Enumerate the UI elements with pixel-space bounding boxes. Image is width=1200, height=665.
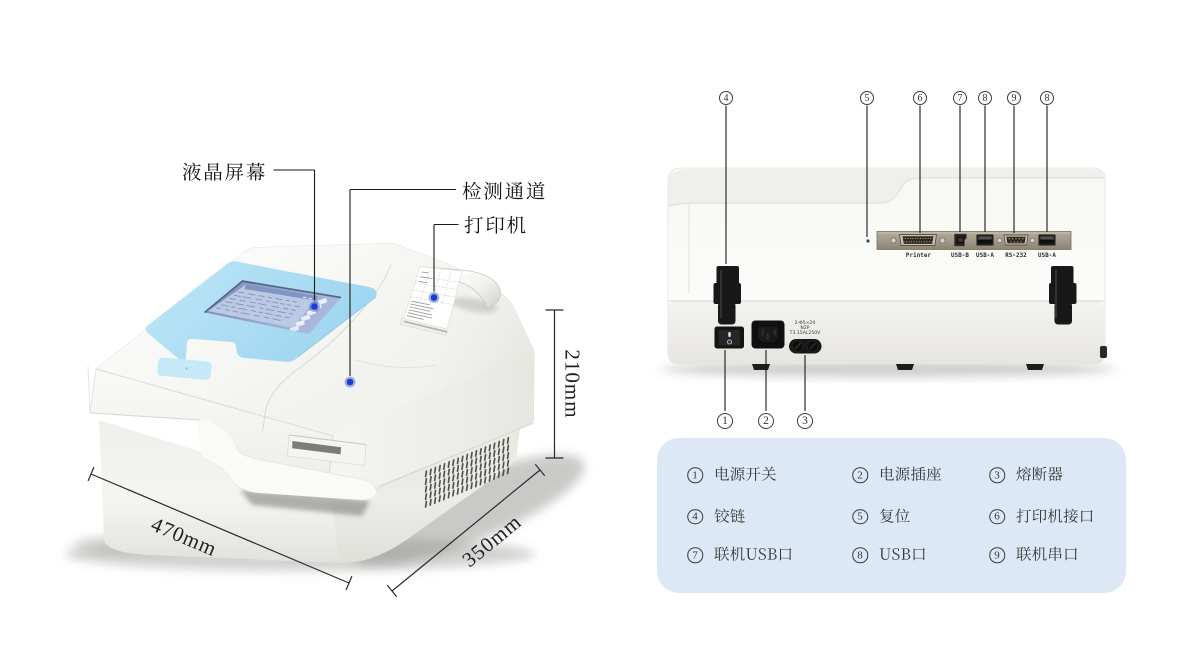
back-callout-1: 1	[717, 413, 733, 429]
vent-grille	[424, 436, 510, 508]
legend-num-5: 5	[852, 508, 868, 525]
legend-label-9	[1015, 546, 1079, 564]
analyzer-back-illustration	[660, 167, 1116, 377]
dimension-lines	[87, 309, 564, 598]
legend-num-4: 4	[687, 508, 703, 525]
fuse-marking-line-3: T3.15AL250V	[789, 331, 821, 337]
legend-num-3: 3	[989, 467, 1005, 483]
callout-dots	[309, 292, 440, 388]
legend-num-1: 1	[687, 467, 703, 483]
legend-label-1	[714, 466, 777, 484]
analyzer-front-illustration	[65, 243, 585, 571]
reset-pinhole	[866, 239, 870, 243]
legend-num-2: 2	[852, 467, 868, 483]
legend-label-7	[713, 546, 793, 564]
legend-num-6: 6	[989, 508, 1005, 525]
callout-dot	[309, 301, 320, 312]
legend-label-8	[879, 546, 927, 564]
front-lip-handle	[197, 419, 377, 500]
back-callout-7: 7	[953, 91, 967, 105]
hinge-right	[1051, 266, 1074, 285]
callout-lines	[273, 105, 1048, 411]
dimension-line-depth	[386, 463, 546, 598]
label-printer	[464, 215, 526, 238]
back-callout-4: 4	[719, 91, 733, 105]
back-callout-2: 2	[758, 413, 774, 429]
hinge-left	[716, 266, 739, 285]
fuse-marking-line-2: N2P	[800, 326, 810, 332]
legend-label-2	[879, 466, 942, 484]
legend-num-9: 9	[989, 547, 1005, 563]
dimension-line-width	[87, 466, 353, 591]
legend-panel: 1 2 3 4 5 6 7 8 9	[657, 438, 1126, 593]
fuse-marking-line-1: 2-Φ5×20	[794, 321, 816, 326]
port-label-rs-232: RS-232	[1005, 252, 1027, 259]
panel-button	[157, 357, 212, 380]
port-label-usb-a: USB-A	[1038, 252, 1056, 259]
back-callout-5: 5	[860, 91, 874, 105]
legend-label-5	[879, 508, 910, 526]
callout-dot	[428, 292, 440, 303]
port-label-usb-b: USB-B	[951, 252, 969, 259]
legend-label-3	[1015, 466, 1063, 484]
back-callout-3: 3	[797, 413, 813, 429]
legend-num-8: 8	[852, 547, 868, 563]
callout-dot	[344, 376, 356, 388]
label-detection-channel	[462, 181, 545, 204]
port-label-printer: Printer	[905, 252, 932, 259]
back-callout-8: 8	[978, 91, 992, 105]
legend-label-4	[713, 508, 745, 526]
dimension-height: 210mm	[560, 349, 585, 419]
dimension-line-height	[545, 309, 564, 459]
back-callout-6: 6	[913, 91, 927, 105]
label-lcd-screen	[182, 162, 265, 185]
back-callout-9: 9	[1007, 91, 1021, 105]
port-label-usb-a: USB-A	[976, 252, 994, 259]
back-callout-8: 8	[1040, 91, 1054, 105]
legend-label-6	[1015, 508, 1094, 526]
legend-num-7: 7	[687, 547, 703, 563]
